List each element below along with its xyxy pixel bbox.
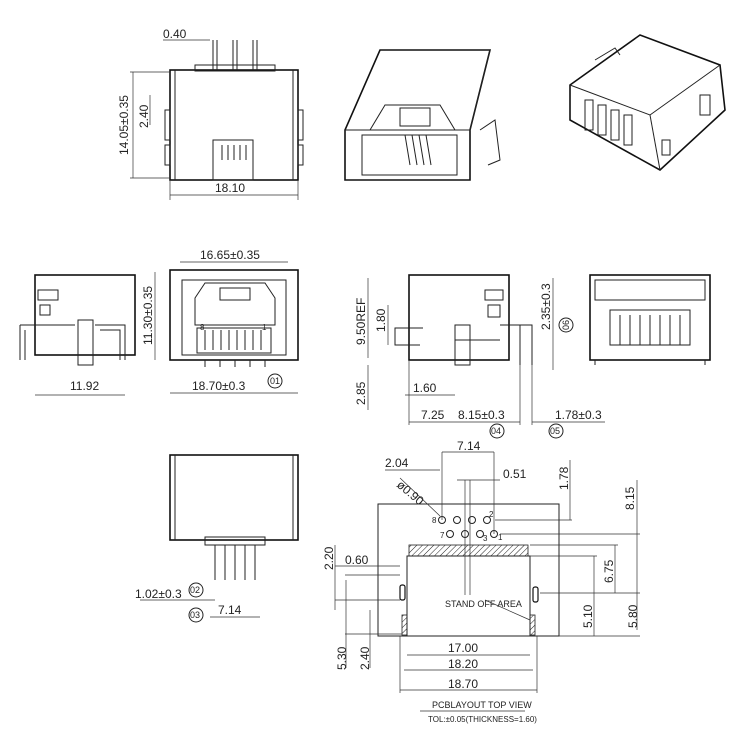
top-view: 0.40 14.05±0.35 2.40 18.10 — [117, 27, 304, 200]
pin-3: 3 — [483, 534, 488, 543]
isometric-front-view — [344, 49, 501, 181]
dim-post-offset: 2.20 — [322, 546, 336, 570]
dim-pin-offset: 2.04 — [385, 456, 409, 470]
dim-post-to-edge: 5.10 — [581, 604, 595, 628]
dim-width: 18.10 — [215, 181, 245, 195]
dim-pin-pos: 8.15±0.3 — [458, 408, 505, 422]
dim-post-to-front: 5.80 — [626, 604, 640, 628]
dim-post-dia: 1.60 — [413, 381, 437, 395]
pin-holes — [438, 516, 498, 538]
dim-front-width: 18.70±0.3 — [192, 379, 246, 393]
dim-depth: 11.92 — [70, 379, 99, 393]
note-02: 02 — [190, 585, 200, 595]
dim-lead-height: 2.35±0.3 — [539, 283, 553, 330]
pin-label-1: 1 — [262, 323, 267, 332]
note-05: 05 — [550, 426, 560, 436]
dim-post-width: 0.60 — [345, 553, 369, 567]
dim-post-pos: 7.25 — [421, 408, 445, 422]
dim-width-1870: 18.70 — [448, 677, 478, 691]
rear-view — [589, 274, 711, 365]
side-view-right: 9.50REF 1.80 2.85 1.60 7.25 8.15±0.3 04 … — [354, 274, 605, 439]
pin-1: 1 — [498, 533, 503, 542]
dim-pin-span-pcb: 7.14 — [457, 439, 481, 453]
side-view-left: 11.92 — [19, 274, 136, 396]
tolerance-note: TOL:±0.05(THICKNESS=1.60) — [428, 715, 537, 724]
dim-width-1820: 18.20 — [448, 657, 478, 671]
pin-8: 8 — [432, 516, 437, 525]
dim-total-depth: 8.15 — [623, 486, 637, 510]
dim-top-offset: 1.80 — [374, 308, 388, 332]
bottom-view: 1.02±0.3 02 03 7.14 — [135, 454, 299, 623]
dim-pin-width: 0.40 — [163, 27, 187, 41]
dim-side-b: 2.40 — [358, 646, 372, 670]
front-view: 16.65±0.35 11.30±0.35 18.70±0.3 01 8 1 — [141, 248, 299, 394]
dim-pin-length: 1.02±0.3 — [135, 587, 182, 601]
dim-row-offset: 1.78 — [557, 466, 571, 490]
dim-height-ref: 9.50REF — [354, 298, 368, 345]
dim-lead-pos: 1.78±0.3 — [555, 408, 602, 422]
pin-label-8: 8 — [200, 323, 205, 332]
dim-height: 14.05±0.35 — [117, 95, 131, 155]
dim-inner-width: 16.65±0.35 — [200, 248, 260, 262]
pin-7: 7 — [440, 531, 445, 540]
dim-pin-pitch: 0.51 — [503, 467, 527, 481]
pin-2: 2 — [489, 510, 494, 519]
note-04: 04 — [491, 426, 501, 436]
dim-width-17: 17.00 — [448, 641, 478, 655]
dim-pin-span: 7.14 — [218, 603, 242, 617]
dim-side-a: 5.30 — [335, 646, 349, 670]
pcb-layout: 7.14 2.04 0.51 1.78 ø0.90 8.15 8 7 3 2 1… — [322, 439, 640, 724]
dim-to-edge: 6.75 — [602, 559, 616, 583]
isometric-rear-view — [569, 34, 726, 171]
dim-offset: 2.40 — [137, 104, 151, 128]
note-03: 03 — [190, 610, 200, 620]
note-01: 01 — [270, 376, 280, 386]
pcb-layout-title: PCBLAYOUT TOP VIEW — [432, 700, 532, 710]
standoff-area-label: STAND OFF AREA — [445, 599, 522, 609]
dim-front-height: 11.30±0.35 — [141, 286, 155, 345]
note-06: 06 — [561, 320, 571, 330]
dim-pin-len: 2.85 — [354, 381, 368, 405]
